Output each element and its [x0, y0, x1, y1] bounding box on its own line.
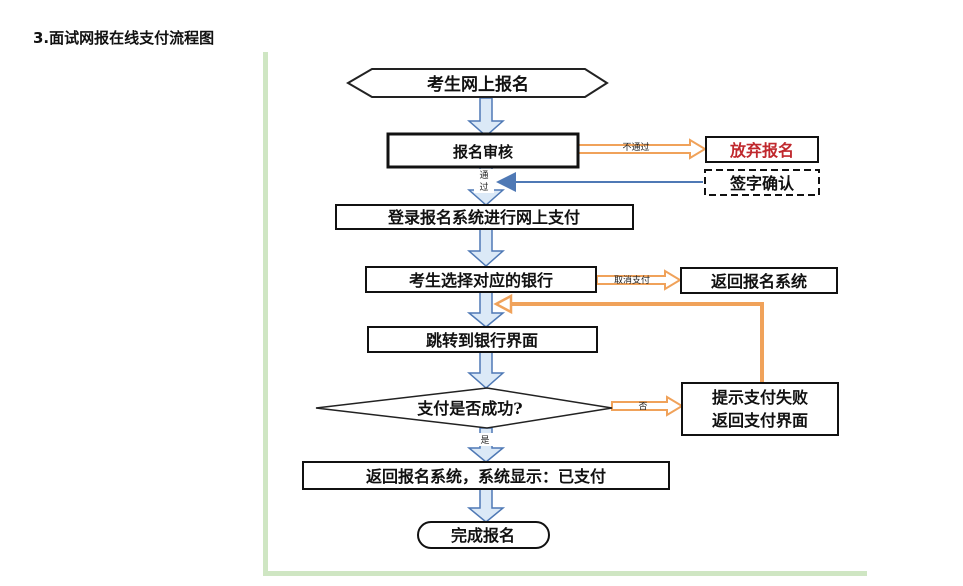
node-result-label: 返回报名系统，系统显示：已支付 [366, 467, 606, 486]
edge-label-not-pass: 不通过 [622, 141, 649, 153]
node-done-shape [417, 521, 550, 549]
node-abandon-shape [705, 136, 819, 163]
node-login-label: 登录报名系统进行网上支付 [387, 208, 580, 227]
node-decision-label: 支付是否成功? [416, 399, 522, 418]
edge-label-yes-bg [475, 433, 495, 446]
arrow-cancel-pay [596, 269, 682, 291]
node-back-system-label: 返回报名系统 [711, 272, 807, 291]
node-decision-shape [315, 387, 613, 429]
arrow-down-7 [466, 488, 506, 523]
arrow-not-pass [577, 138, 707, 160]
arrow-down-4 [466, 291, 506, 328]
node-choose-bank-shape [365, 266, 597, 293]
node-start-label: 考生网上报名 [426, 74, 529, 95]
edge-label-no: 否 [638, 401, 647, 412]
node-login-shape [335, 204, 634, 230]
diagram-frame [263, 52, 867, 576]
edge-label-pass-2: 过 [479, 181, 488, 193]
node-review-label: 报名审核 [453, 143, 513, 161]
arrow-retry-head [493, 293, 513, 315]
node-fail-shape [681, 382, 839, 436]
arrow-fail [611, 395, 684, 417]
edge-label-pass-bg [474, 169, 494, 193]
node-review-shape [386, 132, 580, 169]
node-result-shape [302, 461, 670, 490]
edge-label-cancel-pay: 取消支付 [614, 274, 650, 286]
node-sign-shape [704, 169, 820, 196]
edge-label-pass-1: 通 [479, 170, 488, 181]
arrow-down-1 [467, 97, 505, 138]
arrow-down-3 [467, 228, 505, 268]
node-fail-label-2: 返回支付界面 [712, 411, 808, 430]
arrow-down-5 [467, 351, 505, 390]
node-done-label: 完成报名 [451, 526, 515, 545]
node-choose-bank-label: 考生选择对应的银行 [409, 271, 553, 290]
node-back-system-shape [680, 267, 838, 294]
node-sign-label: 签字确认 [729, 174, 795, 193]
node-start-shape [346, 68, 609, 98]
arrow-retry-loop [508, 302, 764, 383]
node-abandon-label: 放弃报名 [729, 141, 794, 160]
edge-label-yes: 是 [480, 435, 489, 446]
node-jump-bank-shape [367, 326, 598, 353]
node-fail-label-1: 提示支付失败 [712, 388, 808, 407]
page-heading: 3.面试网报在线支付流程图 [33, 29, 215, 47]
node-jump-bank-label: 跳转到银行界面 [426, 331, 538, 350]
